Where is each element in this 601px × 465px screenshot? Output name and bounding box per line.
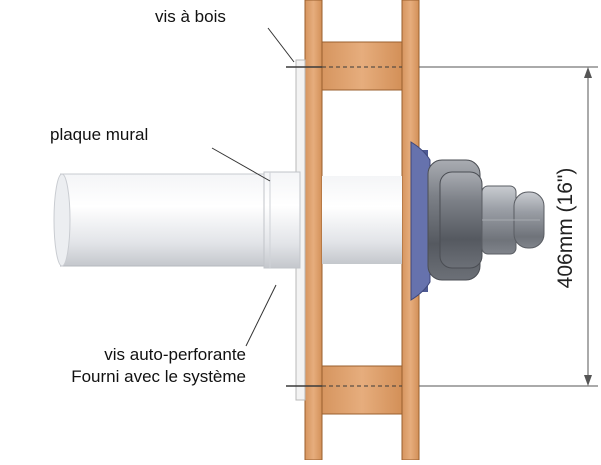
termination-cap [427, 159, 545, 281]
self-drilling-screw-label-line2: Fourni avec le système [71, 367, 246, 386]
dimension-marker: 406mm (16") [419, 66, 598, 387]
top-blocking [321, 41, 403, 91]
self-drilling-screw-label-line1: vis auto-perforante [104, 345, 246, 364]
leader-wall-plate [211, 147, 271, 182]
bottom-blocking [321, 365, 403, 415]
dimension-label: 406mm (16") [554, 168, 577, 289]
wood-screw-label: vis à bois [155, 7, 226, 26]
left-stud [304, 0, 323, 461]
vent-pipe [53, 171, 402, 269]
leader-self-drilling-screw [245, 284, 277, 347]
outer-flange [410, 141, 431, 301]
leader-wood-screw [267, 27, 295, 63]
wall-plate-label: plaque mural [50, 125, 149, 144]
